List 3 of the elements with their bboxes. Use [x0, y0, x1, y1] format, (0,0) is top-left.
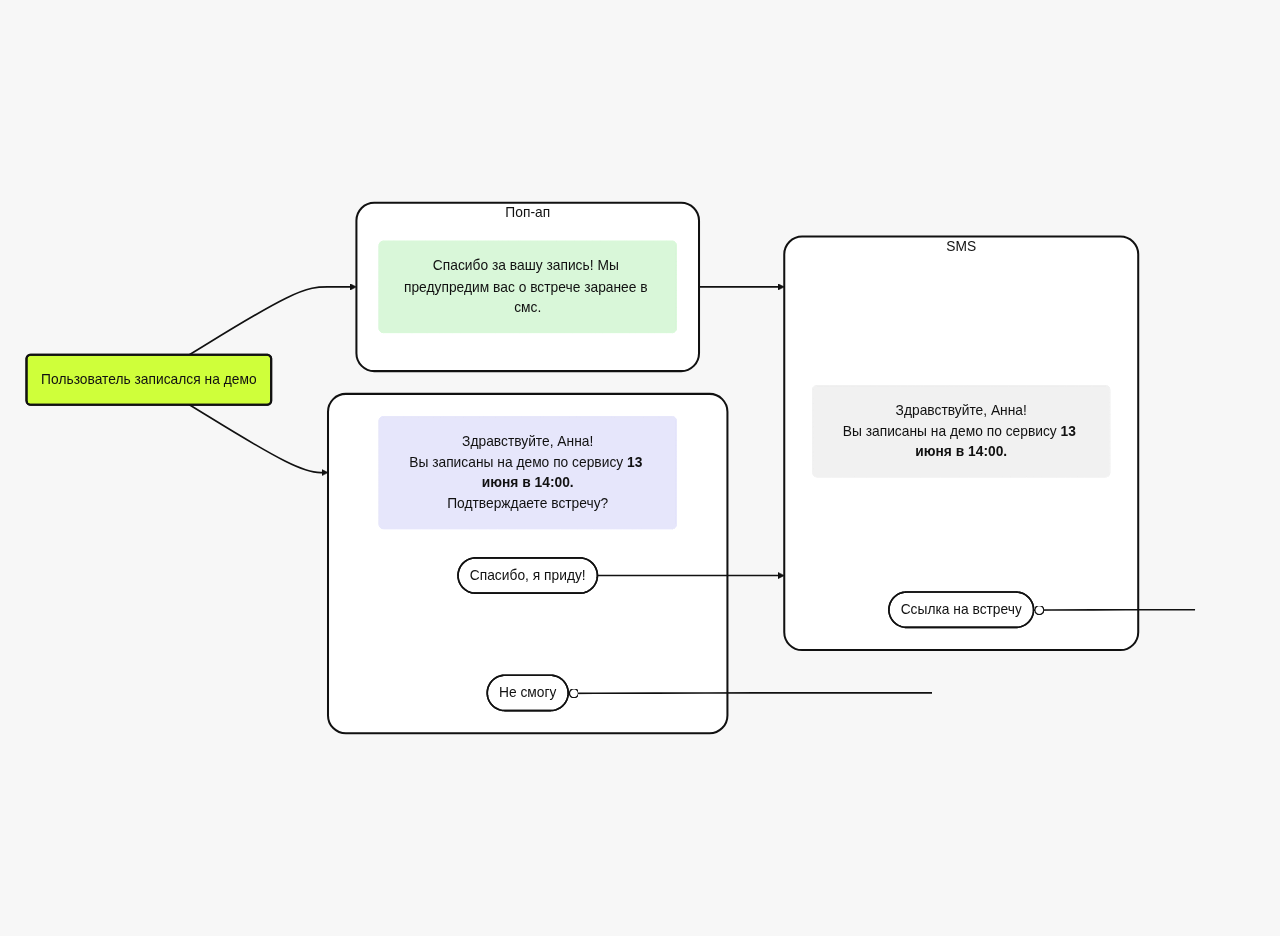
cluster	[327, 392, 729, 735]
connector	[1033, 604, 1196, 616]
connector	[567, 688, 933, 699]
